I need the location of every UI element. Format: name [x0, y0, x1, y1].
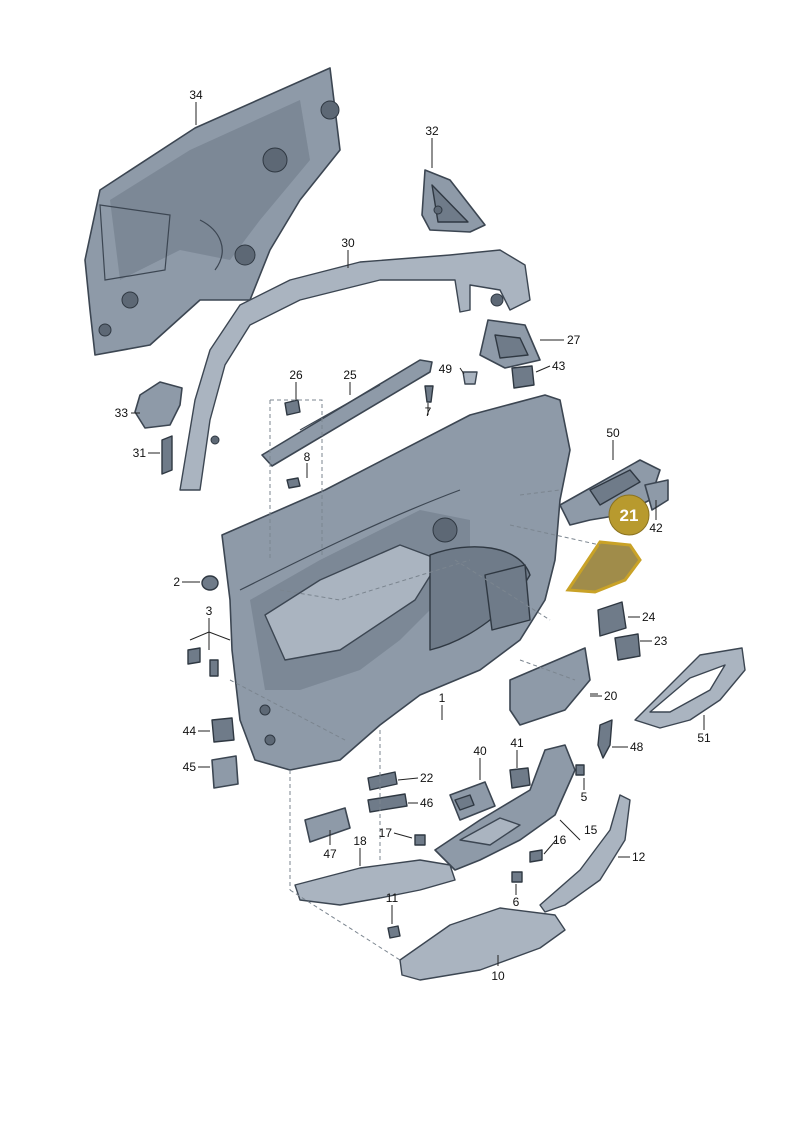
label-26: 26 [289, 368, 303, 382]
label-18: 18 [353, 834, 367, 848]
part-51-trim-ring[interactable] [634, 647, 746, 729]
part-30-frame-trim[interactable] [179, 249, 531, 491]
part-2-grommet[interactable] [201, 575, 219, 591]
part-3-clips[interactable] [187, 647, 219, 677]
part-32-mirror-trim[interactable] [421, 169, 486, 233]
label-47: 47 [323, 847, 337, 861]
label-10: 10 [491, 969, 505, 983]
label-5: 5 [581, 790, 588, 804]
highlight-badge: 21 [608, 494, 650, 536]
part-10-door-pocket[interactable] [399, 907, 566, 981]
part-27-corner-cover[interactable] [479, 319, 541, 369]
part-43-clip[interactable] [511, 365, 535, 389]
label-12: 12 [632, 850, 646, 864]
part-42-clip[interactable] [644, 479, 669, 511]
label-51: 51 [697, 731, 711, 745]
part-12-trim-strip[interactable] [539, 794, 631, 913]
label-16: 16 [553, 833, 567, 847]
label-41: 41 [510, 736, 524, 750]
label-15: 15 [584, 823, 598, 837]
part-33-bracket[interactable] [134, 381, 183, 429]
part-31-pad[interactable] [161, 435, 173, 475]
part-17-screw[interactable] [414, 834, 426, 846]
label-45: 45 [183, 760, 197, 774]
part-40-window-switch-block[interactable] [449, 781, 496, 821]
assembly-lines [229, 399, 601, 961]
label-7: 7 [425, 405, 432, 419]
label-44: 44 [183, 724, 197, 738]
label-40: 40 [473, 744, 487, 758]
part-23-switch[interactable] [614, 633, 641, 661]
part-11-screw[interactable] [387, 925, 401, 939]
label-31: 31 [133, 446, 147, 460]
label-42: 42 [649, 521, 663, 535]
part-24-switch[interactable] [597, 601, 627, 637]
part-6-screw[interactable] [511, 871, 523, 883]
label-6: 6 [513, 895, 520, 909]
label-23: 23 [654, 634, 668, 648]
label-20: 20 [604, 689, 618, 703]
part-26-clip[interactable] [284, 399, 301, 416]
leader-lines [131, 102, 705, 966]
part-5-screw[interactable] [575, 764, 585, 776]
label-32: 32 [425, 124, 439, 138]
part-16-clip[interactable] [529, 849, 543, 863]
part-50-handle-frame[interactable] [559, 459, 661, 526]
part-48-clip[interactable] [597, 719, 613, 759]
part-18-armrest-cover[interactable] [294, 859, 456, 906]
label-1: 1 [439, 691, 446, 705]
part-47-module[interactable] [304, 807, 351, 843]
part-41-switch[interactable] [509, 767, 531, 789]
part-labels: 34 32 30 27 43 49 26 25 7 33 31 8 2 3 50… [115, 88, 711, 983]
label-27: 27 [567, 333, 581, 347]
label-25: 25 [343, 368, 357, 382]
label-33: 33 [115, 406, 129, 420]
part-8-screw[interactable] [286, 477, 301, 489]
part-15-armrest[interactable] [434, 744, 576, 871]
label-3: 3 [206, 604, 213, 618]
part-20-speaker-cover[interactable] [509, 647, 591, 726]
label-24: 24 [642, 610, 656, 624]
part-34-door-inner-panel[interactable] [84, 67, 341, 356]
part-7-screw[interactable] [424, 385, 434, 403]
label-17: 17 [379, 826, 393, 840]
label-2: 2 [173, 575, 180, 589]
part-49-clip[interactable] [462, 371, 478, 385]
label-8: 8 [304, 450, 311, 464]
label-49: 49 [439, 362, 453, 376]
label-34: 34 [189, 88, 203, 102]
part-44-switch[interactable] [211, 717, 235, 743]
label-11: 11 [386, 891, 399, 905]
label-22: 22 [420, 771, 434, 785]
part-21-speaker-grille[interactable] [565, 540, 642, 594]
label-46: 46 [420, 796, 434, 810]
label-50: 50 [606, 426, 620, 440]
label-48: 48 [630, 740, 644, 754]
part-46-bezel[interactable] [367, 793, 408, 813]
label-30: 30 [341, 236, 355, 250]
label-43: 43 [552, 359, 566, 373]
part-22-bezel[interactable] [367, 771, 398, 791]
highlight-badge-label: 21 [620, 506, 639, 525]
part-45-switch[interactable] [211, 755, 239, 789]
